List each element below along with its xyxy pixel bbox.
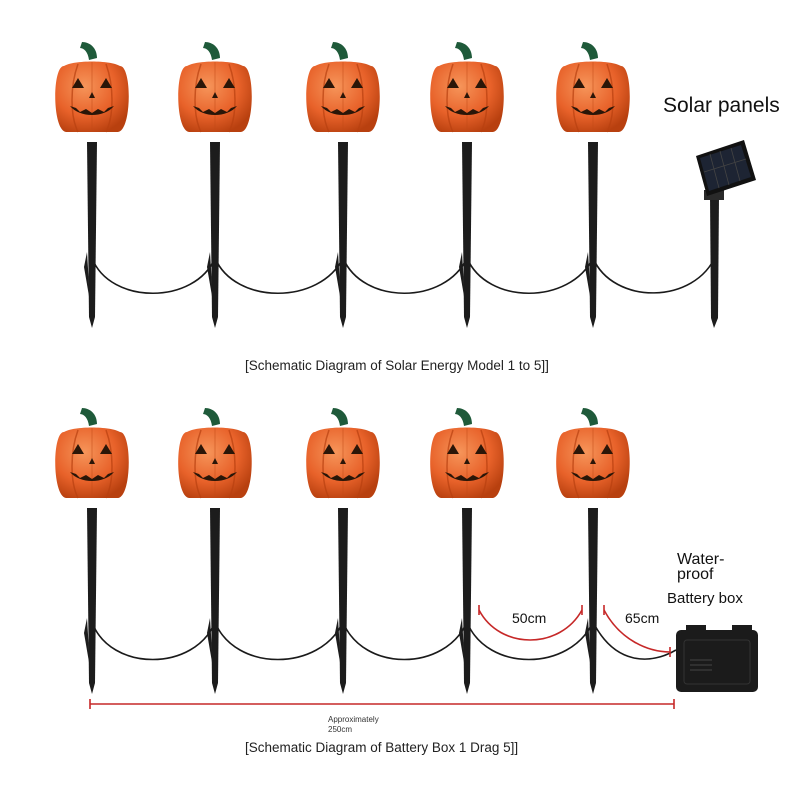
pumpkin-icon (305, 407, 381, 499)
pumpkin-icon (177, 41, 253, 133)
battery-lamp (459, 508, 472, 694)
pumpkin-icon (555, 41, 631, 133)
battery-box-label: Battery box (667, 590, 743, 607)
battery-lamp (207, 508, 220, 694)
solar-lamp (335, 142, 348, 328)
solar-caption: [Schematic Diagram of Solar Energy Model… (245, 358, 549, 373)
measure-65-arc (603, 609, 671, 653)
measure-65-label: 65cm (625, 610, 660, 626)
measure-50-label: 50cm (512, 610, 547, 626)
solar-panels-label: Solar panels (663, 94, 780, 117)
measure-50-arc (478, 609, 583, 641)
pumpkin-icon (305, 41, 381, 133)
battery-lamp (585, 508, 598, 694)
pumpkin-icon (177, 407, 253, 499)
battery-box-icon (676, 625, 758, 692)
battery-caption: [Schematic Diagram of Battery Box 1 Drag… (245, 740, 519, 755)
pumpkin-icon (555, 407, 631, 499)
pumpkin-icon (54, 41, 130, 133)
approx-length-label: Approximately 250cm (328, 715, 379, 735)
battery-lamp (335, 508, 348, 694)
solar-lamp (459, 142, 472, 328)
approx-line2: 250cm (328, 725, 353, 734)
battery-lamp (84, 508, 97, 694)
pumpkin-icon (54, 407, 130, 499)
waterproof-label-line2: proof (677, 566, 714, 583)
pumpkin-icon (429, 407, 505, 499)
solar-lamp (585, 142, 598, 328)
solar-panel-icon (696, 140, 756, 328)
solar-lamp (207, 142, 220, 328)
pumpkin-icon (429, 41, 505, 133)
approx-line1: Approximately (328, 715, 379, 724)
waterproof-label-line1: Water- (677, 551, 725, 568)
solar-wire (91, 254, 717, 295)
solar-lamp (84, 142, 97, 328)
